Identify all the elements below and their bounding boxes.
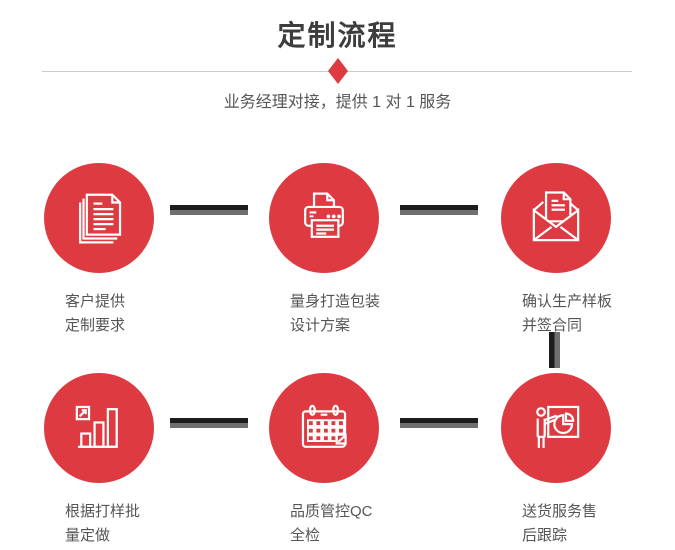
step-5-label-line1: 品质管控QC <box>290 503 373 520</box>
step-4-label: 根据打样批 量定做 <box>65 500 204 548</box>
step-4-label-line2: 量定做 <box>65 527 111 544</box>
step-5-label: 品质管控QC 全检 <box>290 500 429 548</box>
step-3-label: 确认生产样板 并签合同 <box>522 290 661 338</box>
step-2: 量身打造包装 设计方案 <box>269 163 429 338</box>
step-3-label-line2: 并签合同 <box>522 317 583 334</box>
step-5-label-line2: 全检 <box>290 527 321 544</box>
step-1-label: 客户提供 定制要求 <box>65 290 204 338</box>
printer-icon <box>304 192 344 238</box>
connector-step3-step6 <box>549 332 560 368</box>
connector-step5-step6 <box>400 418 478 428</box>
connector-step1-step2 <box>170 205 248 215</box>
step-1-circle <box>44 163 154 273</box>
presenter-icon <box>536 405 580 448</box>
step-6-label: 送货服务售 后跟踪 <box>522 500 661 548</box>
step-3: 确认生产样板 并签合同 <box>501 163 661 338</box>
step-3-label-line1: 确认生产样板 <box>522 293 613 310</box>
step-5: 品质管控QC 全检 <box>269 373 429 548</box>
step-5-circle <box>269 373 379 483</box>
step-2-circle <box>269 163 379 273</box>
page-title: 定制流程 <box>277 20 398 51</box>
step-1-label-line1: 客户提供 <box>65 293 126 310</box>
step-6: 送货服务售 后跟踪 <box>501 373 661 548</box>
bar-chart-icon <box>75 405 118 448</box>
step-1-label-line2: 定制要求 <box>65 317 126 334</box>
step-3-circle <box>501 163 611 273</box>
step-2-label-line1: 量身打造包装 <box>290 293 381 310</box>
step-6-label-line1: 送货服务售 <box>522 503 598 520</box>
subtitle: 业务经理对接，提供 1 对 1 服务 <box>223 94 452 111</box>
step-6-label-line2: 后跟踪 <box>522 527 568 544</box>
step-6-circle <box>501 373 611 483</box>
envelope-icon <box>532 191 580 242</box>
documents-icon <box>79 193 122 244</box>
step-2-label-line2: 设计方案 <box>290 317 351 334</box>
step-4: 根据打样批 量定做 <box>44 373 204 548</box>
step-4-circle <box>44 373 154 483</box>
calendar-icon <box>301 404 347 448</box>
connector-step4-step5 <box>170 418 248 428</box>
step-1: 客户提供 定制要求 <box>44 163 204 338</box>
connector-step2-step3 <box>400 205 478 215</box>
step-4-label-line1: 根据打样批 <box>65 503 141 520</box>
diamond-icon <box>328 58 348 84</box>
step-2-label: 量身打造包装 设计方案 <box>290 290 429 338</box>
